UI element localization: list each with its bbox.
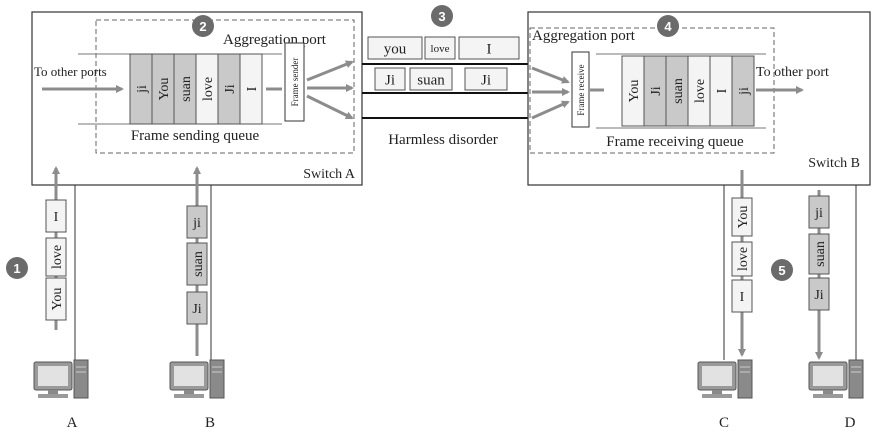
host-c-frame-text: love xyxy=(736,247,751,271)
send-queue-cell-text: love xyxy=(201,77,216,101)
recv-queue-cell-text: ji xyxy=(737,87,752,96)
host-d-frame xyxy=(808,195,830,229)
host-b-frame xyxy=(186,205,208,239)
switch-a-queue-label: Frame sending queue xyxy=(131,128,260,144)
link-frame xyxy=(458,36,520,60)
step-1-number: 1 xyxy=(13,261,20,276)
send-queue-cell xyxy=(239,53,263,125)
switch-b-to-other-port: To other port xyxy=(756,65,829,80)
switch-b-port-label: Aggregation port xyxy=(532,28,636,44)
computers: A B C D xyxy=(33,359,864,431)
host-c-frame xyxy=(731,197,753,237)
host-a-frame xyxy=(45,277,67,321)
step-5-circle xyxy=(771,259,793,281)
recv-queue-cell-text: Ji xyxy=(649,86,664,95)
host-b-frame-text: Ji xyxy=(192,302,201,317)
receive-arrow-bottom xyxy=(531,100,570,120)
switch-b-box xyxy=(527,11,871,186)
recv-queue-cell-text: I xyxy=(715,88,730,93)
recv-queue-cell-text: suan xyxy=(671,78,686,104)
send-queue-cell-text: suan xyxy=(179,76,194,102)
host-b-label: B xyxy=(205,415,215,431)
frame-sender-box xyxy=(284,42,305,122)
link-frame-text: love xyxy=(431,43,450,55)
host-d-computer-icon xyxy=(808,359,864,399)
host-d-frame-text: Ji xyxy=(814,288,823,303)
host-b-frame xyxy=(186,291,208,325)
host-c-frame-text: I xyxy=(740,290,745,305)
host-b-computer-icon xyxy=(169,359,225,399)
switch-a-port-label: Aggregation port xyxy=(223,32,327,48)
host-b-frame xyxy=(186,242,208,286)
link-frame-text: Ji xyxy=(385,72,395,88)
send-queue-cell-text: You xyxy=(157,78,172,101)
host-c-label: C xyxy=(719,415,729,431)
host-b-frame-text: suan xyxy=(191,251,206,277)
host-d-label: D xyxy=(845,415,856,431)
host-c-frame-text: You xyxy=(736,206,751,229)
step-markers: 1 2 3 4 5 xyxy=(6,5,793,281)
link-frame xyxy=(424,36,456,60)
frame-sender-label: Frame sender xyxy=(290,58,300,107)
link-frame-text: suan xyxy=(417,72,445,88)
link-frame-text: you xyxy=(384,41,407,57)
receive-arrow-top xyxy=(531,66,570,84)
host-d-frame-text: ji xyxy=(814,206,823,221)
host-a-frame-text: You xyxy=(50,288,65,311)
link-frame-text: Ji xyxy=(481,72,491,88)
link-frame-text: I xyxy=(487,41,492,57)
link-frames: you love I Ji suan Ji xyxy=(367,36,520,91)
step-4-circle xyxy=(657,15,679,37)
link-frame xyxy=(374,67,406,91)
sender-arrow-top xyxy=(306,60,354,82)
host-c-frame xyxy=(731,279,753,313)
switch-b-label: Switch B xyxy=(808,156,860,171)
harmless-disorder-caption: Harmless disorder xyxy=(388,132,498,148)
link-frame xyxy=(464,67,508,91)
send-queue-cell-text: ji xyxy=(135,85,150,94)
host-d-frame xyxy=(808,233,830,275)
step-1-circle xyxy=(6,257,28,279)
send-queue-cell-text: I xyxy=(245,86,260,91)
send-queue-cell-text: Ji xyxy=(223,84,238,93)
host-d-frame xyxy=(808,277,830,311)
switch-a-to-other-ports: To other ports xyxy=(34,64,107,79)
step-3-circle xyxy=(431,5,453,27)
host-a-frame-text: I xyxy=(54,210,59,225)
switch-a-label: Switch A xyxy=(303,167,356,182)
step-3-number: 3 xyxy=(438,9,445,24)
recv-queue-cell-text: You xyxy=(627,80,642,103)
recv-queue-cell-text: love xyxy=(693,79,708,103)
sender-arrow-bottom xyxy=(306,94,354,120)
link-frame xyxy=(409,67,453,91)
host-c-frame xyxy=(731,241,753,277)
host-a-label: A xyxy=(67,415,78,431)
frame-receive-label: Frame receive xyxy=(576,64,586,115)
recv-queue-cell xyxy=(731,55,755,127)
switch-a-aggregation-port xyxy=(95,19,355,154)
step-4-number: 4 xyxy=(664,19,672,34)
host-d-frame-text: suan xyxy=(813,241,828,267)
host-a-frame xyxy=(45,199,67,233)
frame-receive-box xyxy=(571,51,590,128)
link-frame xyxy=(367,36,423,60)
host-a-frame-text: love xyxy=(50,245,65,269)
step-2-number: 2 xyxy=(199,19,206,34)
host-a-frame xyxy=(45,237,67,277)
host-c-computer-icon xyxy=(697,359,753,399)
step-5-number: 5 xyxy=(778,263,785,278)
step-2-circle xyxy=(192,15,214,37)
host-a-computer-icon xyxy=(33,359,89,399)
switch-b-queue-label: Frame receiving queue xyxy=(606,134,744,150)
host-b-frame-text: ji xyxy=(192,216,201,231)
